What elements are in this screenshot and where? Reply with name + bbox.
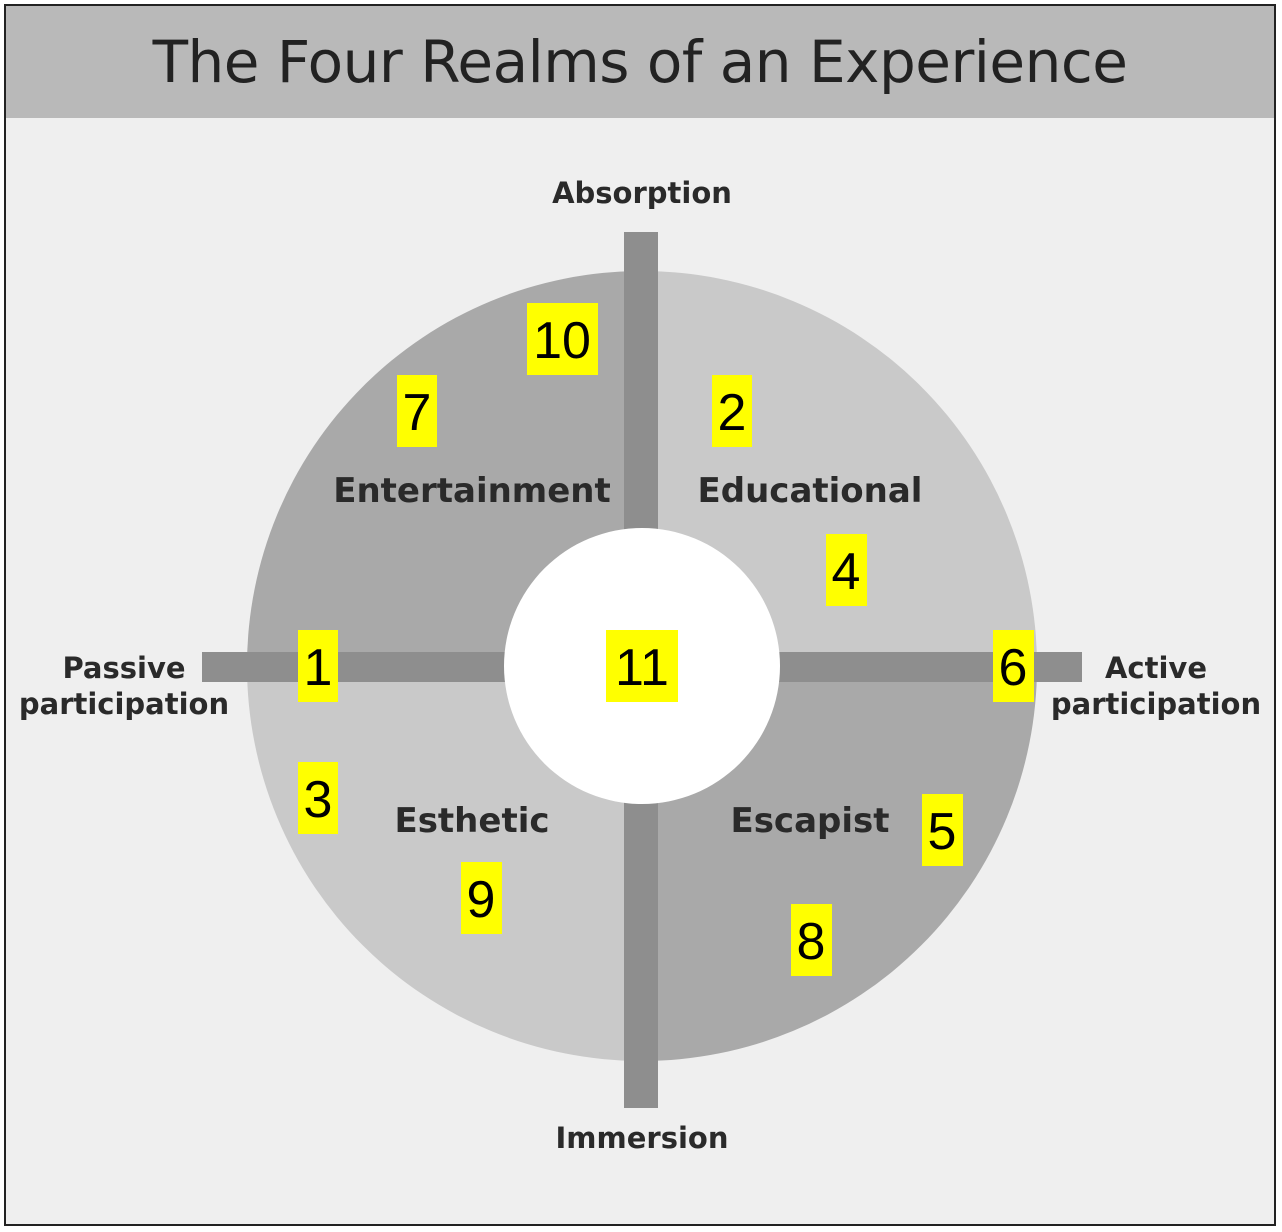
marker-1: 1 [298, 630, 338, 702]
marker-4: 4 [826, 534, 867, 606]
quadrant-escapist [642, 666, 1037, 1061]
marker-1-text: 1 [304, 639, 333, 697]
realm-label-educational: Educational [698, 471, 923, 511]
axis-label-left-line2: participation [19, 687, 229, 721]
realm-label-escapist: Escapist [730, 801, 889, 841]
marker-9: 9 [461, 862, 502, 934]
marker-10: 10 [527, 303, 598, 375]
axis-label-bottom: Immersion [556, 1121, 729, 1155]
marker-11-text: 11 [615, 639, 669, 697]
quadrant-educational [642, 271, 1037, 666]
marker-9-text: 9 [467, 871, 496, 929]
axis-label-left-line1: Passive [62, 651, 185, 685]
marker-7-text: 7 [403, 384, 432, 442]
realm-label-esthetic: Esthetic [394, 801, 549, 841]
marker-8: 8 [791, 904, 832, 976]
diagram-frame: The Four Realms of an Experience Absorpt… [4, 4, 1276, 1226]
marker-3-text: 3 [304, 771, 333, 829]
realm-label-entertainment: Entertainment [333, 471, 611, 511]
marker-2-text: 2 [718, 384, 747, 442]
marker-10-text: 10 [533, 312, 591, 370]
marker-8-text: 8 [797, 913, 826, 971]
marker-7: 7 [397, 375, 437, 447]
four-realms-diagram: Absorption Immersion Passive participati… [19, 176, 1261, 1155]
title-bar: The Four Realms of an Experience [6, 6, 1274, 118]
diagram-title: The Four Realms of an Experience [152, 28, 1128, 96]
marker-11: 11 [606, 630, 678, 702]
marker-6-text: 6 [999, 639, 1028, 697]
marker-2: 2 [712, 375, 752, 447]
marker-4-text: 4 [832, 543, 861, 601]
quadrant-esthetic [247, 666, 642, 1061]
axis-label-right-line2: participation [1051, 687, 1261, 721]
marker-5-text: 5 [928, 803, 957, 861]
marker-6: 6 [993, 630, 1034, 702]
marker-3: 3 [298, 762, 338, 834]
marker-5: 5 [922, 794, 963, 866]
axis-label-top: Absorption [552, 176, 732, 210]
axis-label-right-line1: Active [1105, 651, 1207, 685]
